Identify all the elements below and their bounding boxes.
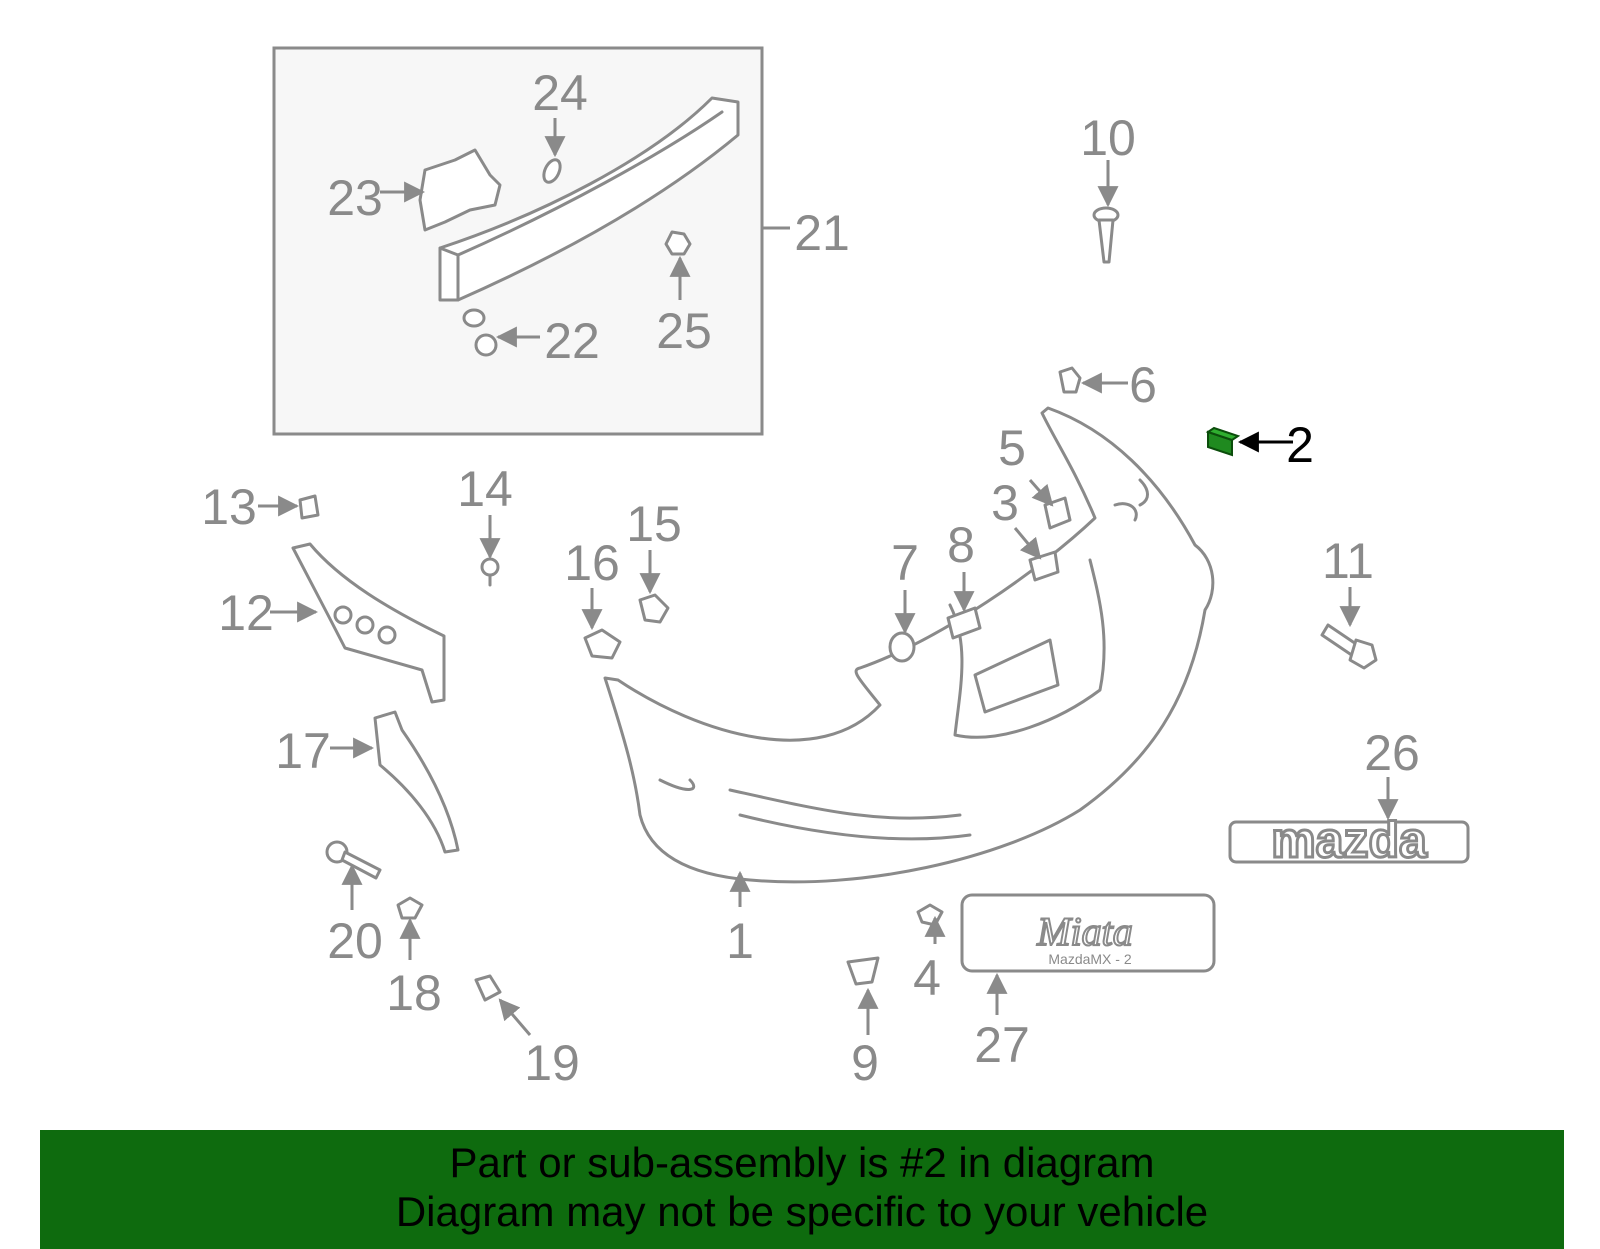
callout-24: 24 <box>532 65 588 121</box>
callout-8: 8 <box>947 517 975 573</box>
model-script-text: Miata <box>1036 909 1133 954</box>
callout-21: 21 <box>794 205 850 261</box>
callout-18: 18 <box>386 965 442 1021</box>
callout-17: 17 <box>275 723 331 779</box>
callout-15: 15 <box>626 496 682 552</box>
callout-10: 10 <box>1080 110 1136 166</box>
side-bracket-17 <box>373 710 460 854</box>
callout-4: 4 <box>913 950 941 1006</box>
callout-22: 22 <box>544 313 600 369</box>
callout-6: 6 <box>1129 357 1157 413</box>
leader-lines <box>258 118 1399 1036</box>
model-badge-27: Miata MazdaMX - 2 <box>960 893 1216 973</box>
callout-12: 12 <box>218 585 274 641</box>
callout-11: 11 <box>1322 533 1374 589</box>
callout-3: 3 <box>991 475 1019 531</box>
callout-19: 19 <box>524 1035 580 1091</box>
callout-7: 7 <box>891 535 919 591</box>
brand-emblem-text: mazda <box>1271 812 1428 868</box>
callout-27: 27 <box>974 1017 1030 1073</box>
callout-14: 14 <box>457 461 513 517</box>
callout-1: 1 <box>726 913 754 969</box>
screw-10 <box>1092 206 1120 264</box>
reinforcement-inset <box>272 46 790 436</box>
highlighted-part-2[interactable] <box>1205 426 1241 457</box>
callout-25: 25 <box>656 303 712 359</box>
callout-labels: 1 2 3 4 5 6 7 8 9 10 11 12 13 14 15 16 1… <box>201 65 1420 1091</box>
side-bracket-12 <box>291 542 446 704</box>
bolt-11 <box>1320 623 1378 670</box>
callout-5: 5 <box>998 420 1026 476</box>
banner-line-2: Diagram may not be specific to your vehi… <box>395 1188 1209 1235</box>
callout-13: 13 <box>201 479 257 535</box>
callout-16: 16 <box>564 535 620 591</box>
callout-26: 26 <box>1364 725 1420 781</box>
brand-emblem-26: mazda <box>1228 811 1470 870</box>
callout-9: 9 <box>851 1035 879 1091</box>
bracket <box>418 148 502 232</box>
model-sub-text: MazdaMX - 2 <box>1048 951 1131 967</box>
callout-20: 20 <box>327 913 383 969</box>
info-banner: Part or sub-assembly is #2 in diagram Di… <box>40 1130 1564 1249</box>
banner-line-1: Part or sub-assembly is #2 in diagram <box>449 1139 1155 1186</box>
callout-23: 23 <box>327 170 383 226</box>
callout-2[interactable]: 2 <box>1286 417 1314 473</box>
